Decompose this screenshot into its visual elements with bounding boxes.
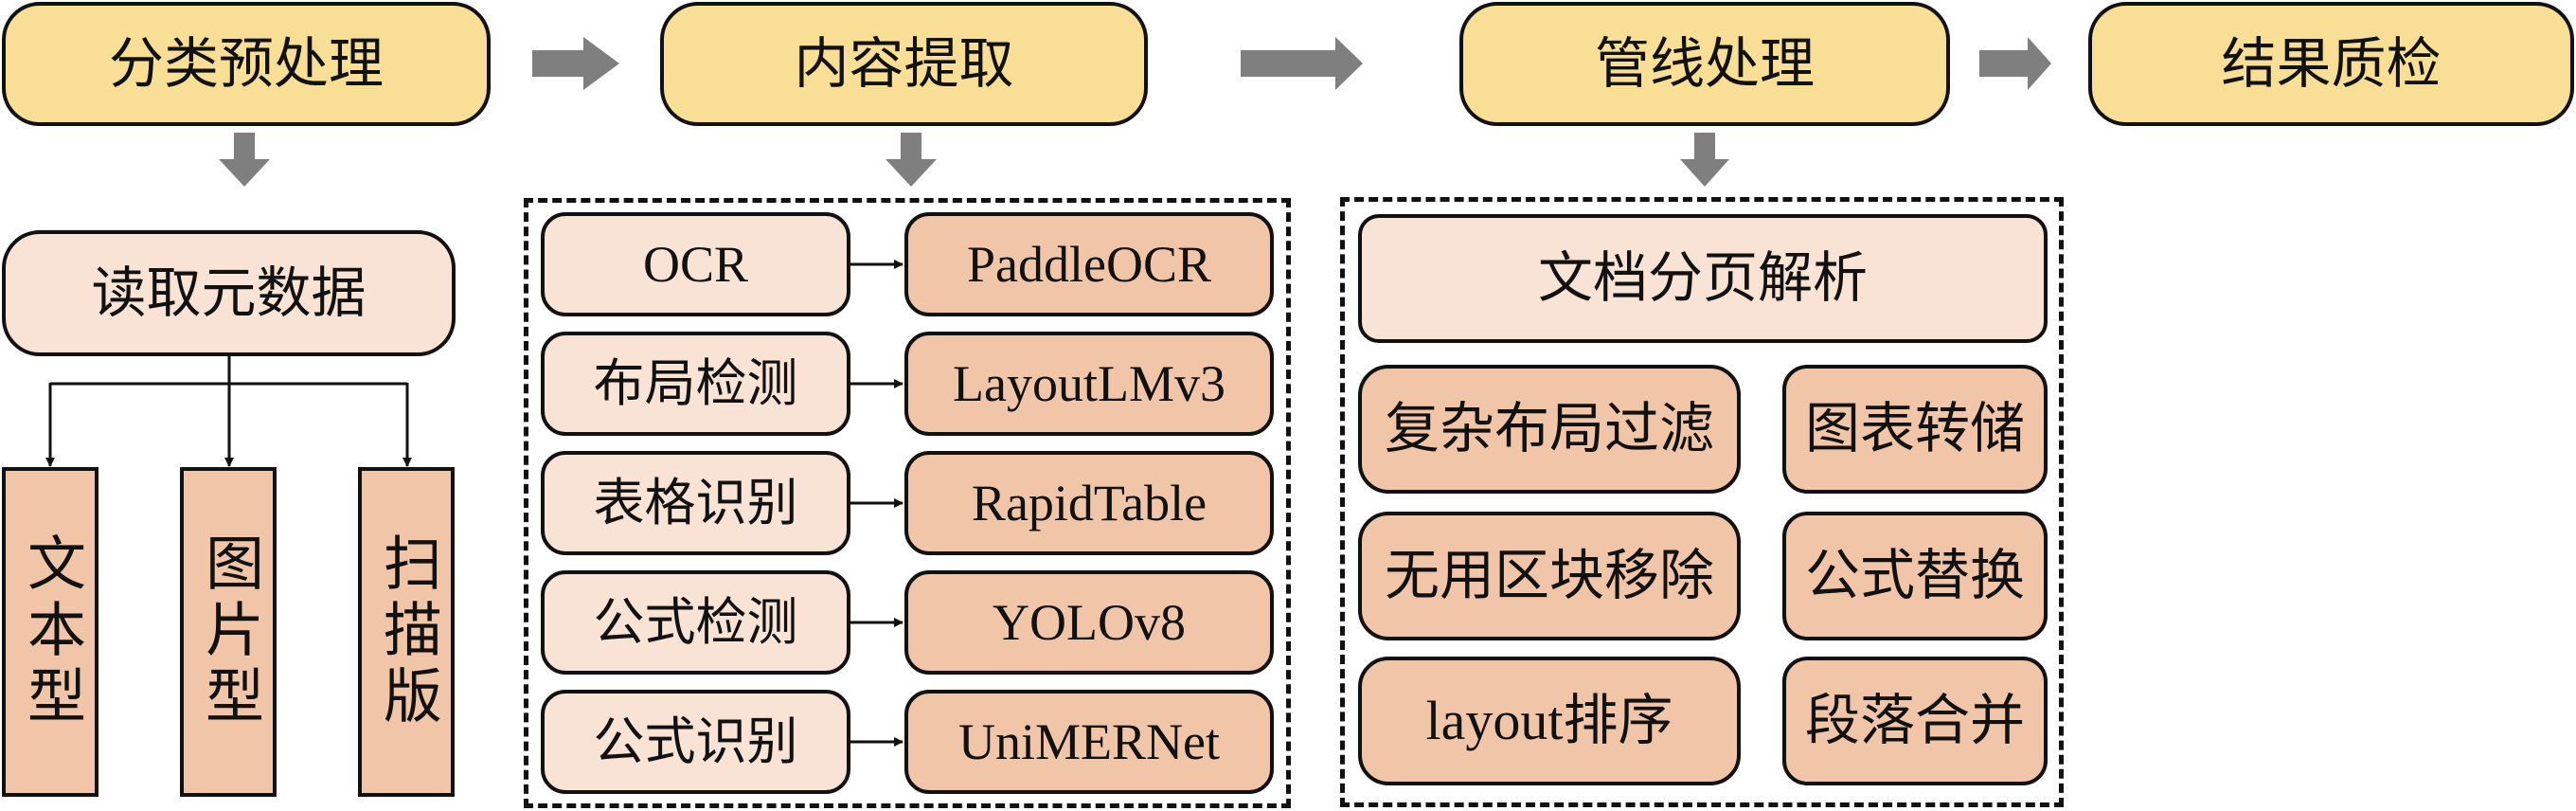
- model-box: UniMERNet: [904, 690, 1274, 794]
- stage-quality-check-label: 结果质检: [2221, 32, 2442, 95]
- model-box: YOLOv8: [904, 570, 1274, 675]
- task-box: OCR: [541, 212, 850, 316]
- stage-preprocess-label: 分类预处理: [108, 32, 384, 95]
- extraction-group: [524, 198, 1291, 808]
- pipeline-step-box: 无用区块移除: [1358, 512, 1741, 640]
- pipeline-step-label: 复杂布局过滤: [1384, 398, 1714, 460]
- read-metadata-label: 读取元数据: [91, 261, 367, 324]
- read-metadata-box: 读取元数据: [2, 230, 456, 356]
- task-label: 公式识别: [593, 713, 798, 770]
- model-label: PaddleOCR: [966, 236, 1211, 293]
- type-image-box: 图片型: [180, 467, 277, 797]
- task-label: OCR: [642, 236, 749, 293]
- branch-connector: [45, 356, 412, 467]
- pipeline-step-label: layout排序: [1425, 690, 1673, 751]
- pipeline-step-box: 图表转储: [1782, 365, 2048, 494]
- type-text-box: 文本型: [2, 467, 98, 797]
- pipeline-step-box: 公式替换: [1782, 512, 2048, 640]
- page-parse-label: 文档分页解析: [1537, 247, 1868, 309]
- task-box: 公式检测: [541, 570, 850, 675]
- task-model-arrows: [850, 260, 903, 747]
- task-box: 布局检测: [541, 332, 850, 436]
- pipeline-step-box: layout排序: [1358, 657, 1741, 785]
- type-text-label: 文本型: [18, 532, 82, 731]
- model-label: UniMERNet: [958, 713, 1220, 770]
- page-parse-box: 文档分页解析: [1358, 214, 2048, 343]
- model-label: LayoutLMv3: [953, 355, 1225, 412]
- stage-content-extraction: 内容提取: [660, 2, 1148, 126]
- type-image-label: 图片型: [196, 532, 260, 731]
- flow-arrow-right-icon: [532, 37, 619, 90]
- pipeline-step-box: 复杂布局过滤: [1358, 365, 1741, 494]
- model-box: RapidTable: [904, 451, 1274, 555]
- flow-arrow-down-icon: [219, 133, 270, 187]
- model-label: YOLOv8: [993, 594, 1186, 651]
- stage-content-extraction-label: 内容提取: [794, 32, 1014, 95]
- flow-arrow-down-icon: [886, 133, 937, 187]
- stage-pipeline-processing: 管线处理: [1459, 2, 1950, 126]
- flow-arrow-right-icon: [1979, 37, 2051, 90]
- stage-pipeline-processing-label: 管线处理: [1594, 32, 1815, 95]
- task-box: 表格识别: [541, 451, 850, 555]
- pipeline-step-box: 段落合并: [1782, 657, 2048, 785]
- pipeline-step-label: 图表转储: [1804, 398, 2025, 460]
- model-box: LayoutLMv3: [904, 332, 1274, 436]
- model-label: RapidTable: [971, 475, 1208, 532]
- flow-arrow-down-icon: [1680, 133, 1729, 187]
- pipeline-step-label: 无用区块移除: [1384, 545, 1714, 606]
- model-box: PaddleOCR: [904, 212, 1274, 316]
- type-scanned-box: 扫描版: [358, 467, 455, 797]
- stage-preprocess: 分类预处理: [2, 2, 491, 126]
- task-box: 公式识别: [541, 690, 850, 794]
- flow-arrow-right-icon: [1241, 37, 1363, 90]
- stage-quality-check: 结果质检: [2088, 2, 2574, 126]
- task-label: 公式检测: [593, 594, 798, 651]
- pipeline-step-label: 段落合并: [1804, 690, 2025, 751]
- task-label: 布局检测: [593, 355, 798, 412]
- pipeline-step-label: 公式替换: [1804, 545, 2025, 606]
- task-label: 表格识别: [593, 475, 798, 532]
- pipeline-group: [1340, 197, 2064, 807]
- type-scanned-label: 扫描版: [374, 532, 438, 731]
